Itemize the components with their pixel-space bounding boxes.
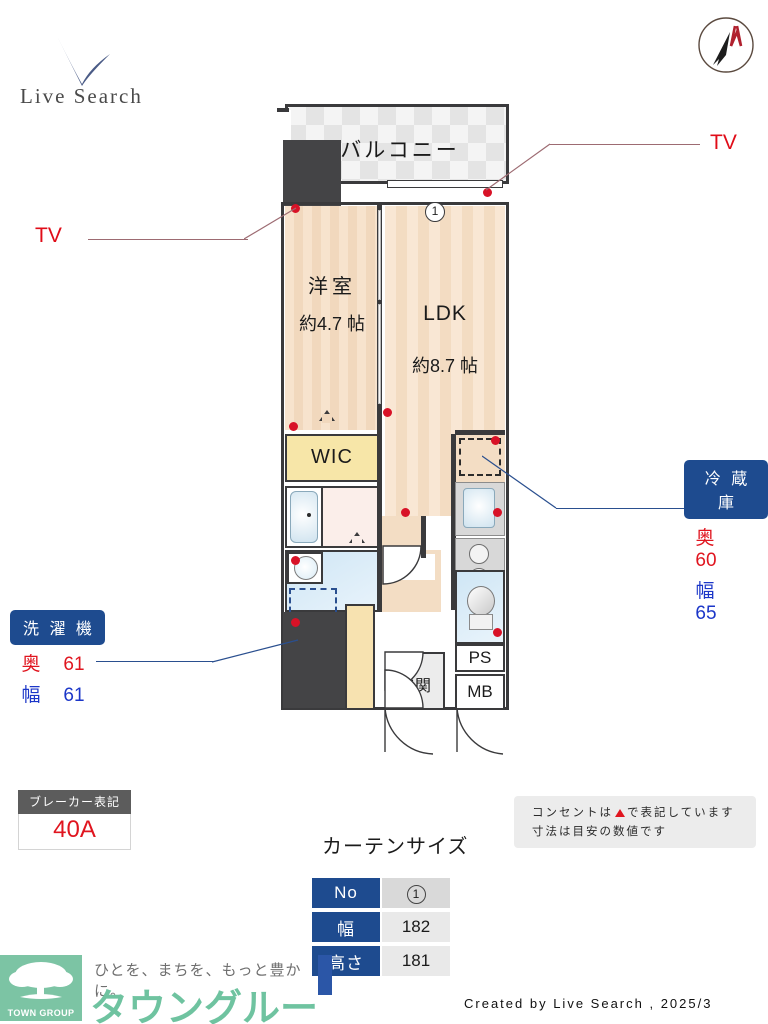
credit-text: Created by Live Search , 2025/3 [464,996,713,1011]
compass-icon [697,16,755,74]
outlet-triangle-icon [615,809,625,817]
washer-lead [96,661,214,662]
window-marker-1: 1 [425,202,445,222]
town-group-logo: TOWN GROUP ひとを、まちを、もっと豊かに。 タウングループ [0,955,320,1024]
bathtub-drain [307,513,311,517]
washer-width-row: 幅 61 [10,680,105,707]
room-mb [455,674,505,710]
breaker-box: ブレーカー表記 40A [18,790,131,850]
refrigerator-title: 冷 蔵 庫 [684,460,768,519]
washer-depth-value: 61 [63,654,85,675]
washer-title: 洗 濯 機 [10,610,105,645]
tree-icon [9,962,73,999]
town-group-badge-caption: TOWN GROUP [7,1008,75,1018]
dark-block-lower [283,612,345,708]
refrigerator-width-row: 幅65 [684,576,768,625]
refrigerator-depth-row: 奥60 [684,523,768,572]
refrigerator-depth-label: 奥 [695,528,715,549]
corridor-wall-right [421,516,426,558]
washer-width-value: 61 [63,685,85,706]
toilet-tank [469,614,493,630]
curtain-row-width-value: 182 [382,912,450,942]
curtain-row-height-value: 181 [382,946,450,976]
refrigerator-width-value: 65 [695,603,717,624]
label-ldk: LDK [423,302,467,325]
room-washitsu [285,206,379,430]
notes-box: コンセントは で表記しています 寸法は目安の数値です [514,796,756,848]
tv-lead-left-diag [244,207,297,240]
refrigerator-depth-value: 60 [695,550,717,571]
refrigerator-space [459,438,501,476]
table-row: 幅 182 [312,912,450,942]
kitchen-wall-top [455,430,505,435]
toilet-bowl [467,586,495,616]
room-wic [285,434,379,482]
label-wic: WIC [311,446,353,468]
kitchen-wall-left [451,434,456,610]
note-line-1: コンセントは で表記しています [532,804,756,823]
check-v-icon [58,38,110,86]
callout-washer: 洗 濯 機 奥 61 幅 61 [10,610,105,707]
town-group-name: タウングループ [90,988,319,1024]
refrigerator-lead [556,508,684,509]
tri-fill-1 [322,414,332,423]
note-line-1-after: で表記しています [627,807,735,819]
shoe-box [345,604,375,710]
note-line-2: 寸法は目安の数値です [532,826,667,838]
table-row: 高さ 181 [312,946,450,976]
curtain-table: No 1 幅 182 高さ 181 [310,874,452,980]
bathtub [290,491,318,543]
balcony-window [387,180,503,188]
washer-width-label: 幅 [21,685,41,706]
entry-door-arc [384,708,434,755]
label-balcony: バルコニー [340,139,460,162]
corridor-wall-left [377,516,382,612]
note-line-1-before: コンセントは [532,807,613,819]
tri-fill-2 [352,536,362,545]
sliding-door-lower [378,304,381,404]
washer-lead-diag [212,639,299,663]
curtain-table-title: カーテンサイズ [322,836,469,858]
logo-text: Live Search [20,84,143,108]
curtain-row-width-key: 幅 [312,912,380,942]
breaker-value: 40A [18,814,131,850]
tv-lead-right [550,144,700,145]
footer-blue-bar [318,955,332,995]
washer-depth-row: 奥 61 [10,649,105,676]
dark-block-upper [283,140,341,206]
curtain-row-no-value: 1 [382,878,450,908]
door-swing-genkan [384,651,424,709]
door-swing-corridor [382,545,422,585]
tv-label-left: TV [35,224,62,247]
town-group-slogan: ひとを、まちを、もっと豊かに。 [94,962,302,1000]
label-washitsu: 洋室 [308,276,356,298]
room-ps [455,644,505,672]
stove-burner-1 [469,544,489,564]
washer-depth-label: 奥 [21,654,41,675]
refrigerator-lead-diag [482,455,557,509]
curtain-no-circle: 1 [406,884,426,904]
tv-label-right: TV [710,131,737,154]
label-ps: PS [468,648,492,667]
tv-lead-left [88,239,248,240]
kitchen-sink [463,488,495,528]
mb-door-arc [456,708,504,755]
label-mb: MB [467,682,493,701]
floorplan-drawing: バルコニー 洋室 約4.7 帖 LDK 約8.7 帖 1 WIC [277,104,509,755]
sliding-door-upper [378,210,381,300]
callout-refrigerator: 冷 蔵 庫 奥60 幅65 [684,460,768,625]
live-search-logo: Live Search [14,22,184,112]
refrigerator-width-label: 幅 [695,581,715,602]
label-ldk-area: 約8.7 帖 [411,356,479,376]
tv-lead-right-diag [486,143,551,191]
balcony-notch-wall [277,108,289,112]
label-washitsu-area: 約4.7 帖 [298,314,366,334]
table-row: No 1 [312,878,450,908]
town-group-badge: TOWN GROUP [0,955,82,1021]
curtain-row-no-key: No [312,878,380,908]
breaker-title: ブレーカー表記 [18,790,131,814]
